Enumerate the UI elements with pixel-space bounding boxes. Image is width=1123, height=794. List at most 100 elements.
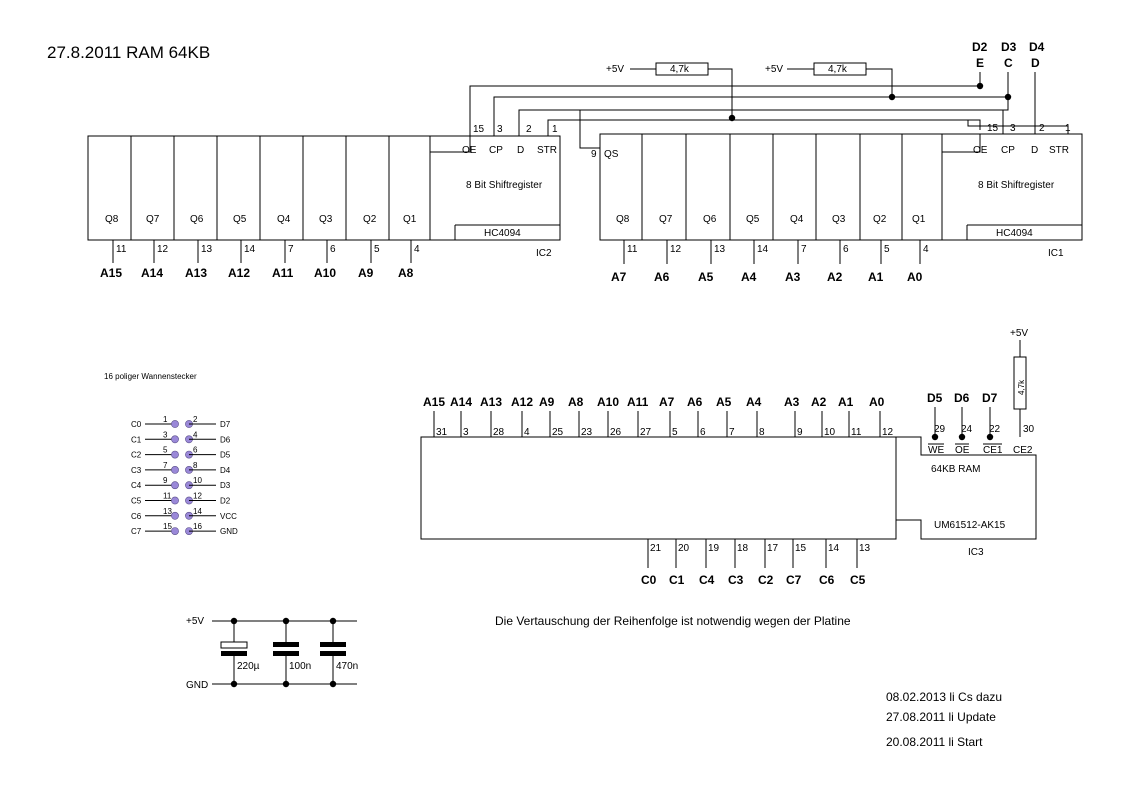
ram-data-pin: 14 [828,543,840,554]
ic1-qs-label: QS [604,149,619,160]
connector-right-label: D3 [220,481,231,490]
gnd-label: GND [186,680,208,691]
ram-address-signal: A2 [811,395,827,409]
connector-pin-dot [171,496,179,505]
ram-address-signal: A11 [627,395,649,409]
connector-right-pin: 16 [193,522,202,531]
connector-pin-dot [171,450,179,459]
ram-address-signal: A3 [784,395,800,409]
output-pin: 4 [923,244,929,255]
ctrl-pin: 3 [1010,123,1016,134]
ram-ctrl-signal: D7 [982,391,998,405]
ram-address-signal: A1 [838,395,854,409]
cap-plate [320,642,346,647]
history-line: 08.02.2013 li Cs dazu [886,690,1002,704]
note-text: Die Vertauschung der Reihenfolge ist not… [495,614,851,628]
ram-address-pin: 26 [610,427,622,438]
output-pin: 13 [714,244,726,255]
output-pin: 7 [801,244,807,255]
output-label: Q1 [403,214,417,225]
connector-right-label: D7 [220,420,231,429]
ram-data-pin: 19 [708,543,720,554]
ram-address-signal: A9 [539,395,555,409]
ram-data-signal: C2 [758,573,774,587]
top-data-sig: D [1031,56,1040,70]
connector-left-label: C1 [131,435,142,444]
ram-data-pin: 15 [795,543,807,554]
output-pin: 7 [288,244,294,255]
cap-plate [221,651,247,656]
ram-address-signal: A4 [746,395,762,409]
ram-ctrl-name: CE1 [983,445,1003,456]
ctrl-label: OE [462,145,477,156]
ram-data-pin: 21 [650,543,662,554]
ctrl-pin: 15 [987,123,999,134]
connector-title: 16 poliger Wannenstecker [104,372,197,381]
connector-left-label: C7 [131,527,142,536]
output-label: Q7 [659,214,673,225]
top-data-pin: D4 [1029,40,1045,54]
output-pin: 11 [627,244,638,255]
junction-dot [986,433,994,441]
address-signal: A14 [141,266,163,280]
address-signal: A7 [611,270,627,284]
history-line: 27.08.2011 li Update [886,710,996,724]
address-signal: A10 [314,266,336,280]
cap-plate [220,641,248,649]
ctrl-label: D [1031,145,1038,156]
ram-data-signal: C6 [819,573,835,587]
ic1-part: HC4094 [996,228,1033,239]
connector-left-label: C2 [131,451,142,460]
output-pin: 4 [414,244,420,255]
output-pin: 5 [884,244,890,255]
connector-right-pin: 14 [193,507,202,516]
ram-ctrl-name: CE2 [1013,445,1033,456]
ram-address-signal: A6 [687,395,703,409]
connector-right-pin: 2 [193,415,198,424]
ram-ctrl-pin: 29 [934,424,946,435]
address-signal: A1 [868,270,884,284]
ram-address-pin: 4 [524,427,530,438]
ic1-function: 8 Bit Shiftregister [978,180,1055,191]
connector-left-pin: 9 [163,476,168,485]
connector-left-label: C5 [131,497,142,506]
connector-left-label: C6 [131,512,142,521]
ram-address-signal: A5 [716,395,732,409]
address-signal: A5 [698,270,714,284]
ctrl-pin: 15 [473,124,485,135]
supply-label-2: +5V [765,64,783,75]
output-pin: 12 [157,244,169,255]
connector-pin-dot [171,527,179,535]
ram-address-pin: 7 [729,427,735,438]
output-label: Q2 [363,214,377,225]
ram-desc: 64KB RAM [931,464,980,475]
output-pin: 5 [374,244,380,255]
ram-data-signal: C7 [786,573,802,587]
connector-pin-dot [171,420,179,428]
output-label: Q6 [703,214,717,225]
page-title: 27.8.2011 RAM 64KB [47,43,210,62]
vcc-label: +5V [186,616,204,627]
ram-address-pin: 23 [581,427,593,438]
ctrl-pin: 2 [1039,123,1045,134]
output-pin: 14 [244,244,256,255]
ram-address-pin: 31 [436,427,448,438]
ram-ctrl-signal: D6 [954,391,970,405]
ram-address-signal: A12 [511,395,533,409]
ram-address-pin: 27 [640,427,652,438]
ram-name: IC3 [968,547,984,558]
connector-left-pin: 11 [163,492,172,501]
connector-left-pin: 7 [163,461,168,470]
connector-right-pin: 12 [193,492,202,501]
ctrl-label: STR [537,145,557,156]
ic2-function: 8 Bit Shiftregister [466,180,543,191]
ram-ctrl-signal: D5 [927,391,943,405]
ic1-name: IC1 [1048,248,1064,259]
connector-left-pin: 1 [163,415,168,424]
output-label: Q4 [277,214,291,225]
address-signal: A8 [398,266,414,280]
ram-ctrl-name: OE [955,445,970,456]
history-line: 20.08.2011 li Start [886,735,983,749]
ram-ce2-supply: +5V [1010,328,1028,339]
